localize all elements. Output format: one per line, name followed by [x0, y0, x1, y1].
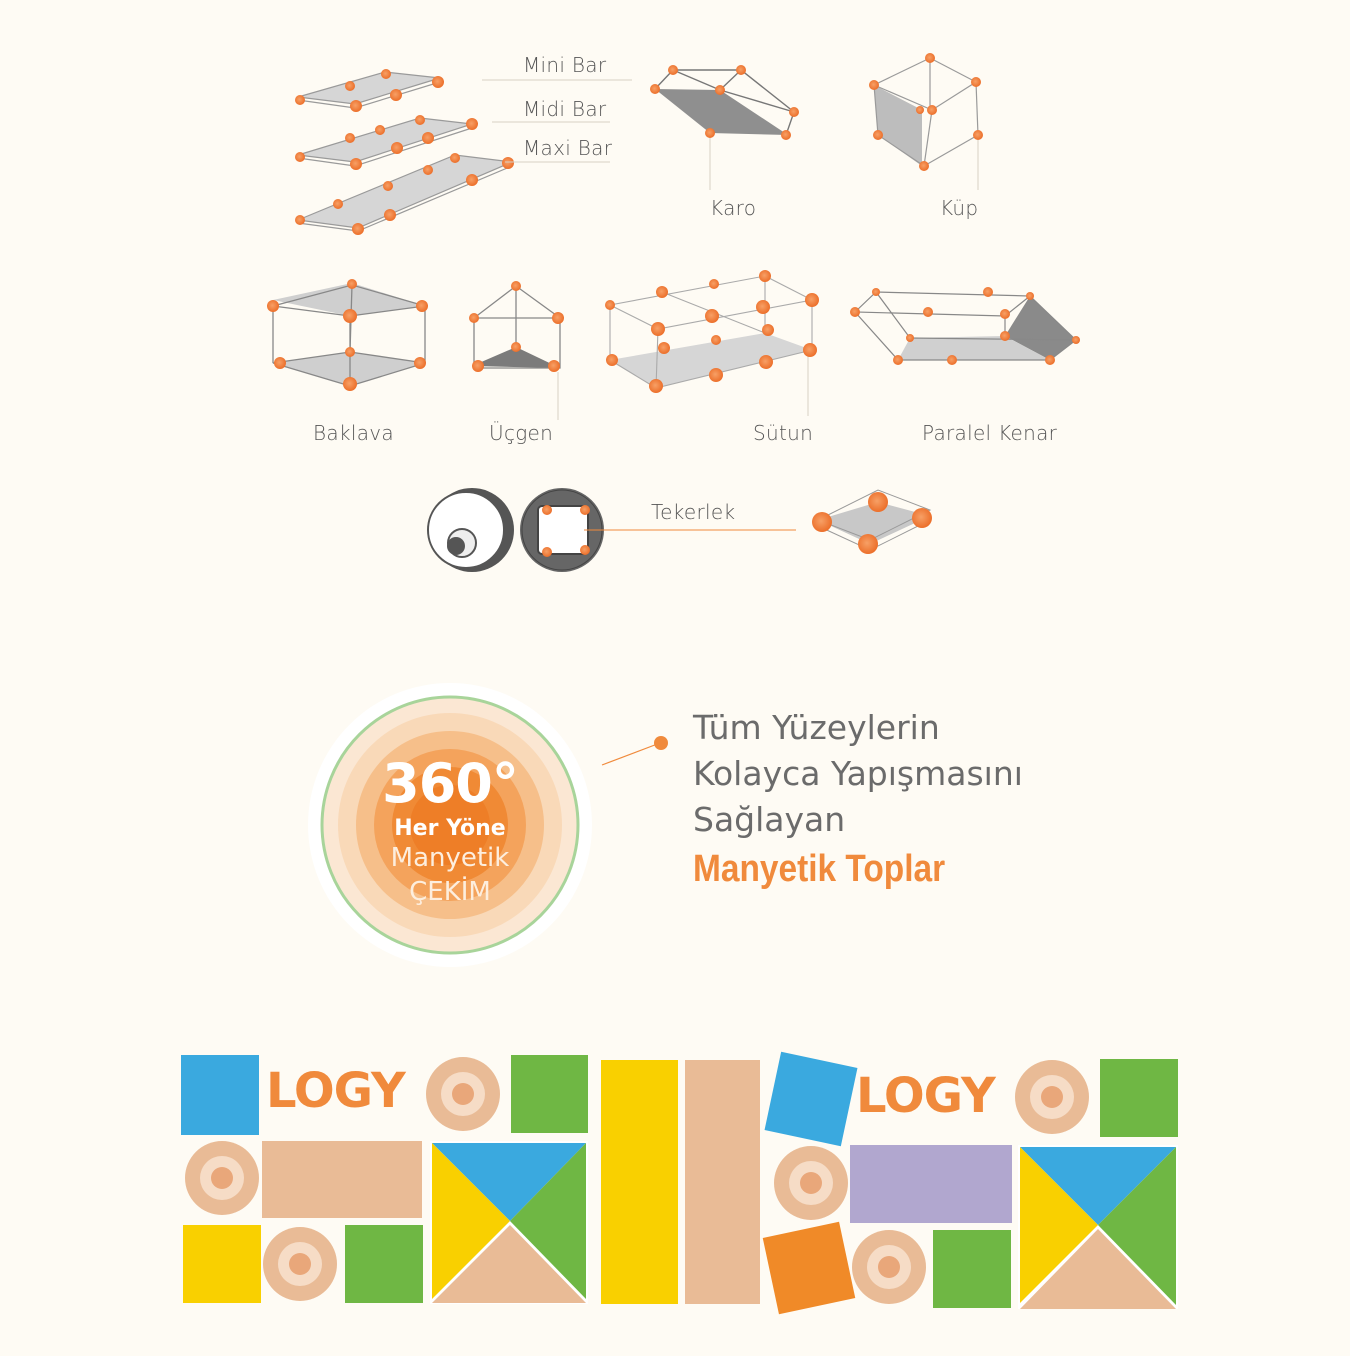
tekerlek-plate	[812, 489, 932, 554]
block-wood-circle	[1015, 1060, 1089, 1134]
baklava-shape	[267, 279, 428, 391]
block-wood-circle	[263, 1227, 337, 1301]
label-kup: Küp	[940, 196, 979, 220]
block-blue-square-tilted	[764, 1051, 858, 1147]
paralel-kenar-shape	[850, 287, 1080, 365]
block-triangles	[430, 1141, 588, 1304]
label-tekerlek: Tekerlek	[651, 500, 736, 524]
block-green-square	[1100, 1059, 1178, 1137]
block-wood-circle	[185, 1141, 259, 1215]
tagline-line1: Tüm Yüzeylerin	[693, 708, 940, 747]
block-yellow-square	[183, 1225, 261, 1303]
shapes-diagram	[267, 53, 1080, 572]
block-blue-square	[181, 1055, 259, 1135]
badge-line2: Manyetik	[390, 843, 510, 873]
label-paralel-kenar: Paralel Kenar	[922, 421, 1058, 445]
block-orange-square-tilted	[762, 1221, 856, 1315]
sutun-shape	[605, 270, 819, 416]
magnet-badge	[308, 683, 592, 967]
badge-line3: ÇEKİM	[409, 877, 491, 907]
block-tan-bar	[685, 1060, 760, 1304]
tagline: Tüm Yüzeylerin Kolayca Yapışmasını Sağla…	[693, 705, 1023, 843]
block-purple-rectangle	[850, 1145, 1012, 1223]
ucgen-shape	[469, 281, 564, 420]
block-tan-rectangle	[262, 1141, 422, 1218]
kup-shape	[869, 53, 983, 190]
block-wood-circle	[852, 1230, 926, 1304]
tagline-line3: Sağlayan	[693, 800, 846, 839]
badge-degrees: 360°	[382, 752, 519, 815]
block-triangles	[1018, 1145, 1178, 1309]
label-sutun: Sütun	[753, 421, 814, 445]
wheel-icons	[427, 488, 604, 572]
label-baklava: Baklava	[313, 421, 394, 445]
tagline-line2: Kolayca Yapışmasını	[693, 754, 1023, 793]
block-yellow-bar	[601, 1060, 678, 1304]
label-ucgen: Üçgen	[489, 421, 554, 445]
block-wood-circle	[774, 1146, 848, 1220]
karo-shape	[650, 65, 799, 190]
badge-line1: Her Yöne	[394, 816, 506, 841]
label-karo: Karo	[710, 196, 757, 220]
block-green-square	[933, 1230, 1011, 1308]
bar-shapes	[295, 69, 515, 235]
label-midi-bar: Midi Bar	[523, 97, 607, 121]
block-wood-circle	[426, 1057, 500, 1131]
label-maxi-bar: Maxi Bar	[523, 136, 613, 160]
logo-logy-right: LOGY	[856, 1068, 996, 1124]
blocks-mosaic	[181, 1051, 1178, 1315]
tagline-highlight: Manyetik Toplar	[693, 848, 946, 890]
block-green-square	[345, 1225, 423, 1303]
logo-logy-left: LOGY	[266, 1063, 406, 1119]
badge-pointer	[601, 736, 668, 766]
label-mini-bar: Mini Bar	[523, 53, 607, 77]
block-green-square	[511, 1055, 588, 1133]
